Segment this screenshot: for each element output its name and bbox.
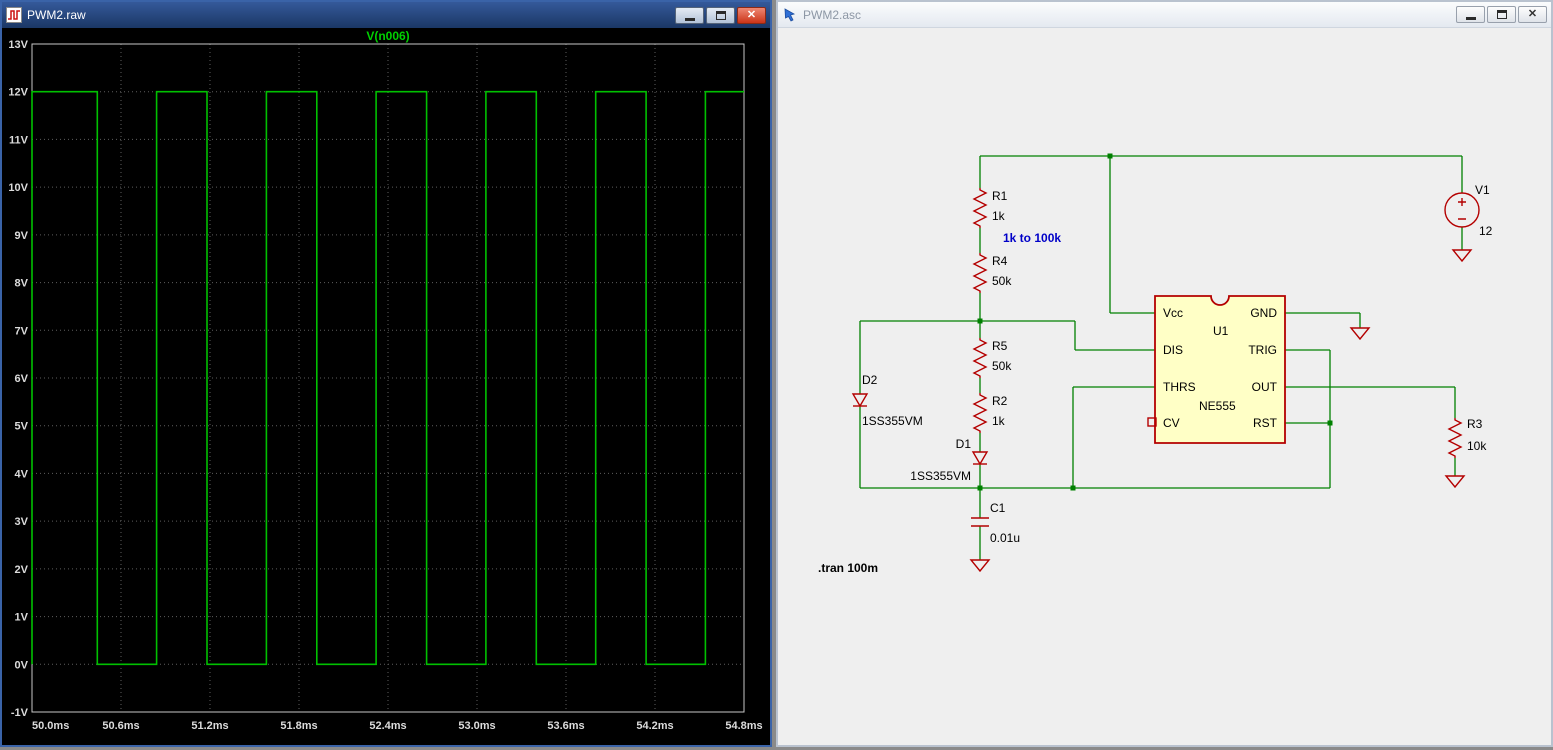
D1-name[interactable]: D1 bbox=[956, 437, 972, 451]
spice-directive[interactable]: .tran 100m bbox=[818, 561, 878, 575]
close-button[interactable]: ✕ bbox=[737, 7, 766, 24]
R3-value[interactable]: 10k bbox=[1467, 439, 1487, 453]
D2-value[interactable]: 1SS355VM bbox=[862, 414, 923, 428]
R2-name[interactable]: R2 bbox=[992, 394, 1008, 408]
maximize-button[interactable] bbox=[1487, 6, 1516, 23]
pin-label-rst: RST bbox=[1253, 416, 1278, 430]
U1-name[interactable]: U1 bbox=[1213, 324, 1229, 338]
junction-dot bbox=[1328, 421, 1333, 426]
y-tick-label: 4V bbox=[15, 468, 29, 480]
ground-symbol[interactable] bbox=[971, 560, 989, 571]
y-tick-label: -1V bbox=[11, 707, 29, 719]
y-tick-label: 13V bbox=[8, 39, 28, 51]
R4-name[interactable]: R4 bbox=[992, 254, 1008, 268]
V1-name[interactable]: V1 bbox=[1475, 183, 1490, 197]
junction-dot bbox=[1071, 486, 1076, 491]
close-icon: ✕ bbox=[1528, 9, 1537, 20]
R2-value[interactable]: 1k bbox=[992, 414, 1006, 428]
resistor-R2[interactable] bbox=[974, 393, 986, 433]
x-tick-label: 54.2ms bbox=[636, 720, 673, 732]
waveform-app-icon bbox=[6, 7, 22, 23]
x-tick-label: 51.8ms bbox=[280, 720, 317, 732]
resistor-R4[interactable] bbox=[974, 253, 986, 293]
resistor-R1[interactable] bbox=[974, 188, 986, 228]
V1-value[interactable]: 12 bbox=[1479, 224, 1493, 238]
ground-symbol[interactable] bbox=[1446, 476, 1464, 487]
schematic-window-title: PWM2.asc bbox=[803, 8, 1451, 22]
pin-label-thrs: THRS bbox=[1163, 380, 1196, 394]
close-icon: ✕ bbox=[747, 10, 756, 21]
x-tick-label: 54.8ms bbox=[725, 720, 762, 732]
capacitor-C1[interactable] bbox=[971, 518, 989, 526]
waveform-window: PWM2.raw ✕ 50.0ms 50.6ms 51.2ms 51.8ms 52.4m… bbox=[0, 0, 772, 747]
y-tick-label: 1V bbox=[15, 612, 29, 624]
ground-symbol[interactable] bbox=[1351, 328, 1369, 339]
plot-title: V(n006) bbox=[366, 29, 409, 43]
D1-value[interactable]: 1SS355VM bbox=[910, 469, 971, 483]
junction-dot bbox=[978, 319, 983, 324]
maximize-icon bbox=[716, 11, 726, 20]
waveform-plot-area[interactable]: 50.0ms 50.6ms 51.2ms 51.8ms 52.4ms 53.0ms 53.6… bbox=[2, 28, 770, 745]
pin-label-cv: CV bbox=[1163, 416, 1180, 430]
minimize-button[interactable] bbox=[675, 7, 704, 24]
U1-value[interactable]: NE555 bbox=[1199, 399, 1236, 413]
R5-name[interactable]: R5 bbox=[992, 339, 1008, 353]
R5-value[interactable]: 50k bbox=[992, 359, 1012, 373]
resistor-R5[interactable] bbox=[974, 338, 986, 378]
close-button[interactable]: ✕ bbox=[1518, 6, 1547, 23]
pin-label-dis: DIS bbox=[1163, 343, 1183, 357]
R4-value[interactable]: 50k bbox=[992, 274, 1012, 288]
junction-dot bbox=[1108, 154, 1113, 159]
x-tick-label: 52.4ms bbox=[369, 720, 406, 732]
minimize-icon bbox=[1466, 17, 1476, 20]
schematic-window-titlebar[interactable]: PWM2.asc ✕ bbox=[778, 2, 1551, 28]
ground-symbol[interactable] bbox=[1453, 250, 1471, 261]
schematic-window: PWM2.asc ✕ bbox=[776, 0, 1553, 747]
schematic-canvas[interactable]: Vcc DIS THRS CV GND TRIG OUT RST U1 NE55… bbox=[778, 28, 1551, 745]
y-tick-label: 10V bbox=[8, 182, 28, 194]
maximize-button[interactable] bbox=[706, 7, 735, 24]
diode-D1[interactable] bbox=[973, 452, 987, 464]
x-tick-label: 50.6ms bbox=[102, 720, 139, 732]
y-tick-label: 3V bbox=[15, 516, 29, 528]
R3-name[interactable]: R3 bbox=[1467, 417, 1483, 431]
y-tick-label: 5V bbox=[15, 421, 29, 433]
x-tick-label: 53.6ms bbox=[547, 720, 584, 732]
schematic-area[interactable]: Vcc DIS THRS CV GND TRIG OUT RST U1 NE55… bbox=[778, 28, 1551, 745]
y-tick-label: 8V bbox=[15, 278, 29, 290]
C1-name[interactable]: C1 bbox=[990, 501, 1006, 515]
maximize-icon bbox=[1497, 10, 1507, 19]
x-tick-label: 53.0ms bbox=[458, 720, 495, 732]
R1-name[interactable]: R1 bbox=[992, 189, 1008, 203]
y-tick-label: 7V bbox=[15, 325, 29, 337]
pin-label-out: OUT bbox=[1252, 380, 1278, 394]
minimize-icon bbox=[685, 18, 695, 21]
pin-label-vcc: Vcc bbox=[1163, 306, 1183, 320]
x-tick-label: 50.0ms bbox=[32, 720, 69, 732]
pin-label-gnd: GND bbox=[1250, 306, 1277, 320]
waveform-window-titlebar[interactable]: PWM2.raw ✕ bbox=[2, 2, 770, 28]
waveform-window-title: PWM2.raw bbox=[27, 8, 670, 22]
waveform-plot-canvas[interactable]: 50.0ms 50.6ms 51.2ms 51.8ms 52.4ms 53.0ms 53.6… bbox=[2, 28, 770, 745]
junction-dot bbox=[978, 486, 983, 491]
diode-D2[interactable] bbox=[853, 394, 867, 406]
D2-name[interactable]: D2 bbox=[862, 373, 878, 387]
C1-value[interactable]: 0.01u bbox=[990, 531, 1020, 545]
y-tick-label: 2V bbox=[15, 564, 29, 576]
y-tick-label: 12V bbox=[8, 87, 28, 99]
x-tick-label: 51.2ms bbox=[191, 720, 228, 732]
y-tick-label: 0V bbox=[15, 659, 29, 671]
y-tick-label: 9V bbox=[15, 230, 29, 242]
schematic-app-icon bbox=[782, 7, 798, 23]
R1-value[interactable]: 1k bbox=[992, 209, 1006, 223]
voltage-source-V1[interactable] bbox=[1445, 193, 1479, 227]
minimize-button[interactable] bbox=[1456, 6, 1485, 23]
resistor-R3[interactable] bbox=[1449, 418, 1461, 458]
y-tick-label: 11V bbox=[9, 134, 29, 146]
y-tick-label: 6V bbox=[15, 373, 29, 385]
annotation-text[interactable]: 1k to 100k bbox=[1003, 231, 1061, 245]
pin-label-trig: TRIG bbox=[1248, 343, 1277, 357]
